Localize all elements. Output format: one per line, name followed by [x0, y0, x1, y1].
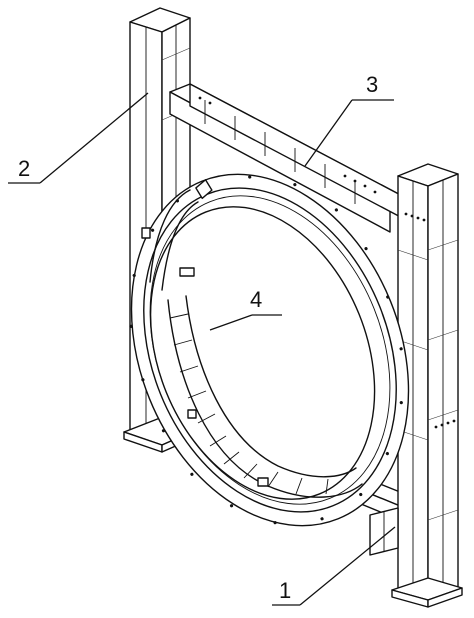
- right-column-frame: [369, 163, 463, 608]
- callout-label-4: 4: [250, 287, 262, 312]
- callout-label-3: 3: [366, 72, 378, 97]
- callout-label-1: 1: [279, 578, 291, 603]
- inner-ladder-track: [141, 189, 363, 498]
- callout-label-2: 2: [18, 156, 30, 181]
- callout-leaders: [8, 92, 396, 606]
